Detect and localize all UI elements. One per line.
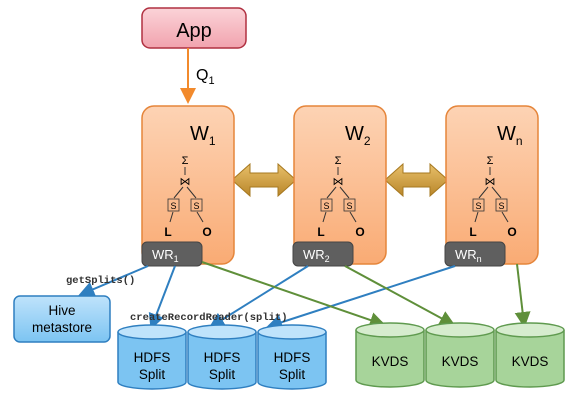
edge-wr2-kvds2 xyxy=(344,265,456,326)
table-right: O xyxy=(507,225,516,239)
edge-wrn-hdfs3 xyxy=(266,265,456,330)
kvds-store-1: KVDS xyxy=(355,322,425,388)
edge-wrn-kvds3 xyxy=(514,263,531,328)
kvds-store-2: KVDS xyxy=(425,322,495,388)
reader-label: WR2 xyxy=(303,247,330,264)
svg-text:Split: Split xyxy=(279,367,306,382)
svg-text:Split: Split xyxy=(209,367,236,382)
reader-label: WRn xyxy=(455,247,482,264)
join-operator: ⋈ xyxy=(333,176,344,188)
hdfs-split-2: HDFS Split xyxy=(187,324,257,390)
worker-node-n: Wn Σ ⋈ S S L O WRn xyxy=(444,105,539,267)
exchange-arrow-2-n xyxy=(384,162,449,198)
hive-metastore-node: Hive metastore xyxy=(13,295,111,343)
svg-text:KVDS: KVDS xyxy=(512,354,549,369)
table-right: O xyxy=(202,225,211,239)
scan-operator: S xyxy=(323,201,329,211)
svg-text:Split: Split xyxy=(139,367,166,382)
scan-operator: S xyxy=(193,201,199,211)
scan-operator: S xyxy=(170,201,176,211)
sum-operator: Σ xyxy=(335,155,342,167)
hdfs-split-3: HDFS Split xyxy=(257,324,327,390)
join-operator: ⋈ xyxy=(485,176,496,188)
edge-wr1-hdfs1 xyxy=(148,265,176,330)
scan-operator: S xyxy=(498,201,504,211)
table-right: O xyxy=(355,225,364,239)
worker-node-1: W1 Σ ⋈ S S L O WR1 xyxy=(141,105,235,267)
exchange-arrow-1-2 xyxy=(231,162,297,198)
sum-operator: Σ xyxy=(487,155,494,167)
worker-node-2: W2 Σ ⋈ S S L O WR2 xyxy=(292,105,387,267)
query-plan-tree: Σ ⋈ S S L O xyxy=(317,155,364,239)
worker-reader-n: WRn xyxy=(444,241,506,267)
reader-label: WR1 xyxy=(152,247,179,264)
edge-getsplits xyxy=(78,265,149,297)
kvds-store-3: KVDS xyxy=(495,322,565,388)
table-left: L xyxy=(469,225,476,239)
worker-label: Wn xyxy=(497,123,523,148)
scan-operator: S xyxy=(475,201,481,211)
app-node: App xyxy=(141,7,247,49)
query-plan-tree: Σ ⋈ S S L O xyxy=(469,155,516,239)
svg-text:KVDS: KVDS xyxy=(442,354,479,369)
join-operator: ⋈ xyxy=(180,176,191,188)
hdfs-split-1: HDFS Split xyxy=(117,324,187,390)
edge-wr1-kvds1 xyxy=(201,261,386,328)
edge-wr2-hdfs2 xyxy=(208,265,309,329)
worker-label: W1 xyxy=(190,123,216,148)
app-label: App xyxy=(176,20,212,42)
getsplits-label: getSplits() xyxy=(66,275,135,287)
scan-operator: S xyxy=(346,201,352,211)
table-left: L xyxy=(317,225,324,239)
hive-label-line1: Hive xyxy=(48,303,75,318)
svg-text:KVDS: KVDS xyxy=(372,354,409,369)
table-left: L xyxy=(164,225,171,239)
worker-label: W2 xyxy=(345,123,371,148)
worker-reader-2: WR2 xyxy=(292,241,354,267)
query-plan-tree: Σ ⋈ S S L O xyxy=(164,155,211,239)
worker-reader-1: WR1 xyxy=(141,241,203,267)
sum-operator: Σ xyxy=(182,155,189,167)
svg-text:HDFS: HDFS xyxy=(134,350,171,365)
hive-label-line2: metastore xyxy=(32,320,92,335)
svg-text:HDFS: HDFS xyxy=(274,350,311,365)
svg-text:HDFS: HDFS xyxy=(204,350,241,365)
create-record-reader-label: createRecordReader(split) xyxy=(130,312,288,324)
query-label: Q1 xyxy=(196,67,215,87)
